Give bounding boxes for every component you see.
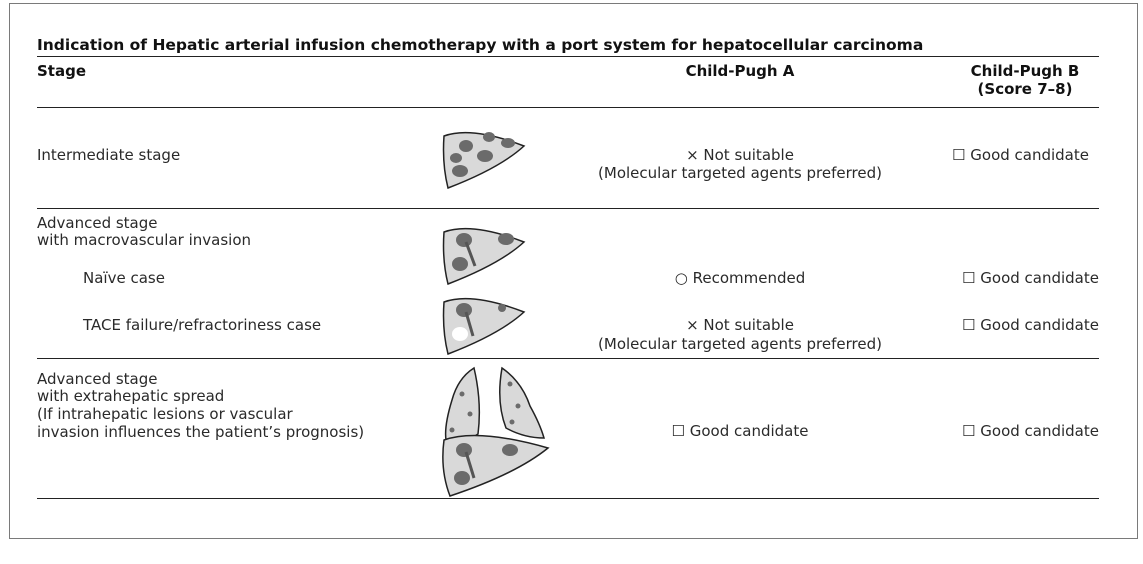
lungs-and-liver-metastasis-icon (442, 366, 550, 497)
intermediate-child-pugh-a-verdict: × Not suitable (686, 146, 794, 164)
extrahepatic-child-pugh-a: ☐ Good candidate (671, 422, 809, 440)
intermediate-child-pugh-b: ☐ Good candidate (952, 146, 1089, 164)
header-child-pugh-a: Child-Pugh A (685, 62, 795, 80)
header-child-pugh-b: Child-Pugh B (970, 62, 1080, 80)
case-tace-failure: TACE failure/refractoriness case (83, 316, 322, 334)
row-rule-1 (37, 208, 1099, 209)
stage-macrovascular-line2: with macrovascular invasion (37, 231, 251, 249)
header-bottom-rule (37, 107, 1099, 108)
header-top-rule (37, 56, 1099, 57)
extrahepatic-child-pugh-b: ☐ Good candidate (962, 422, 1099, 440)
naive-child-pugh-b: ☐ Good candidate (962, 269, 1099, 287)
liver-multiple-lesions-icon (442, 131, 526, 190)
figure-title: Indication of Hepatic arterial infusion … (37, 36, 924, 54)
stage-macrovascular-line1: Advanced stage (37, 214, 158, 232)
header-stage: Stage (37, 62, 87, 80)
figure-frame (9, 3, 1138, 539)
liver-vascular-invasion-icon (442, 227, 526, 286)
naive-child-pugh-a: ○ Recommended (674, 269, 806, 287)
stage-extrahepatic-line2: with extrahepatic spread (37, 387, 225, 405)
case-naive: Naïve case (83, 269, 165, 287)
row-rule-2 (37, 358, 1099, 359)
stage-extrahepatic-line3: (If intrahepatic lesions or vascular (37, 405, 293, 423)
tace-child-pugh-a-note: (Molecular targeted agents preferred) (598, 335, 882, 353)
stage-intermediate: Intermediate stage (37, 146, 181, 164)
liver-tace-failure-icon (442, 297, 526, 356)
intermediate-child-pugh-a-note: (Molecular targeted agents preferred) (598, 164, 882, 182)
tace-child-pugh-a-verdict: × Not suitable (686, 316, 794, 334)
header-child-pugh-b-score: (Score 7–8) (977, 80, 1073, 98)
stage-extrahepatic-line4: invasion influences the patient’s progno… (37, 423, 365, 441)
stage-extrahepatic-line1: Advanced stage (37, 370, 158, 388)
tace-child-pugh-b: ☐ Good candidate (962, 316, 1099, 334)
table-bottom-rule (37, 498, 1099, 499)
